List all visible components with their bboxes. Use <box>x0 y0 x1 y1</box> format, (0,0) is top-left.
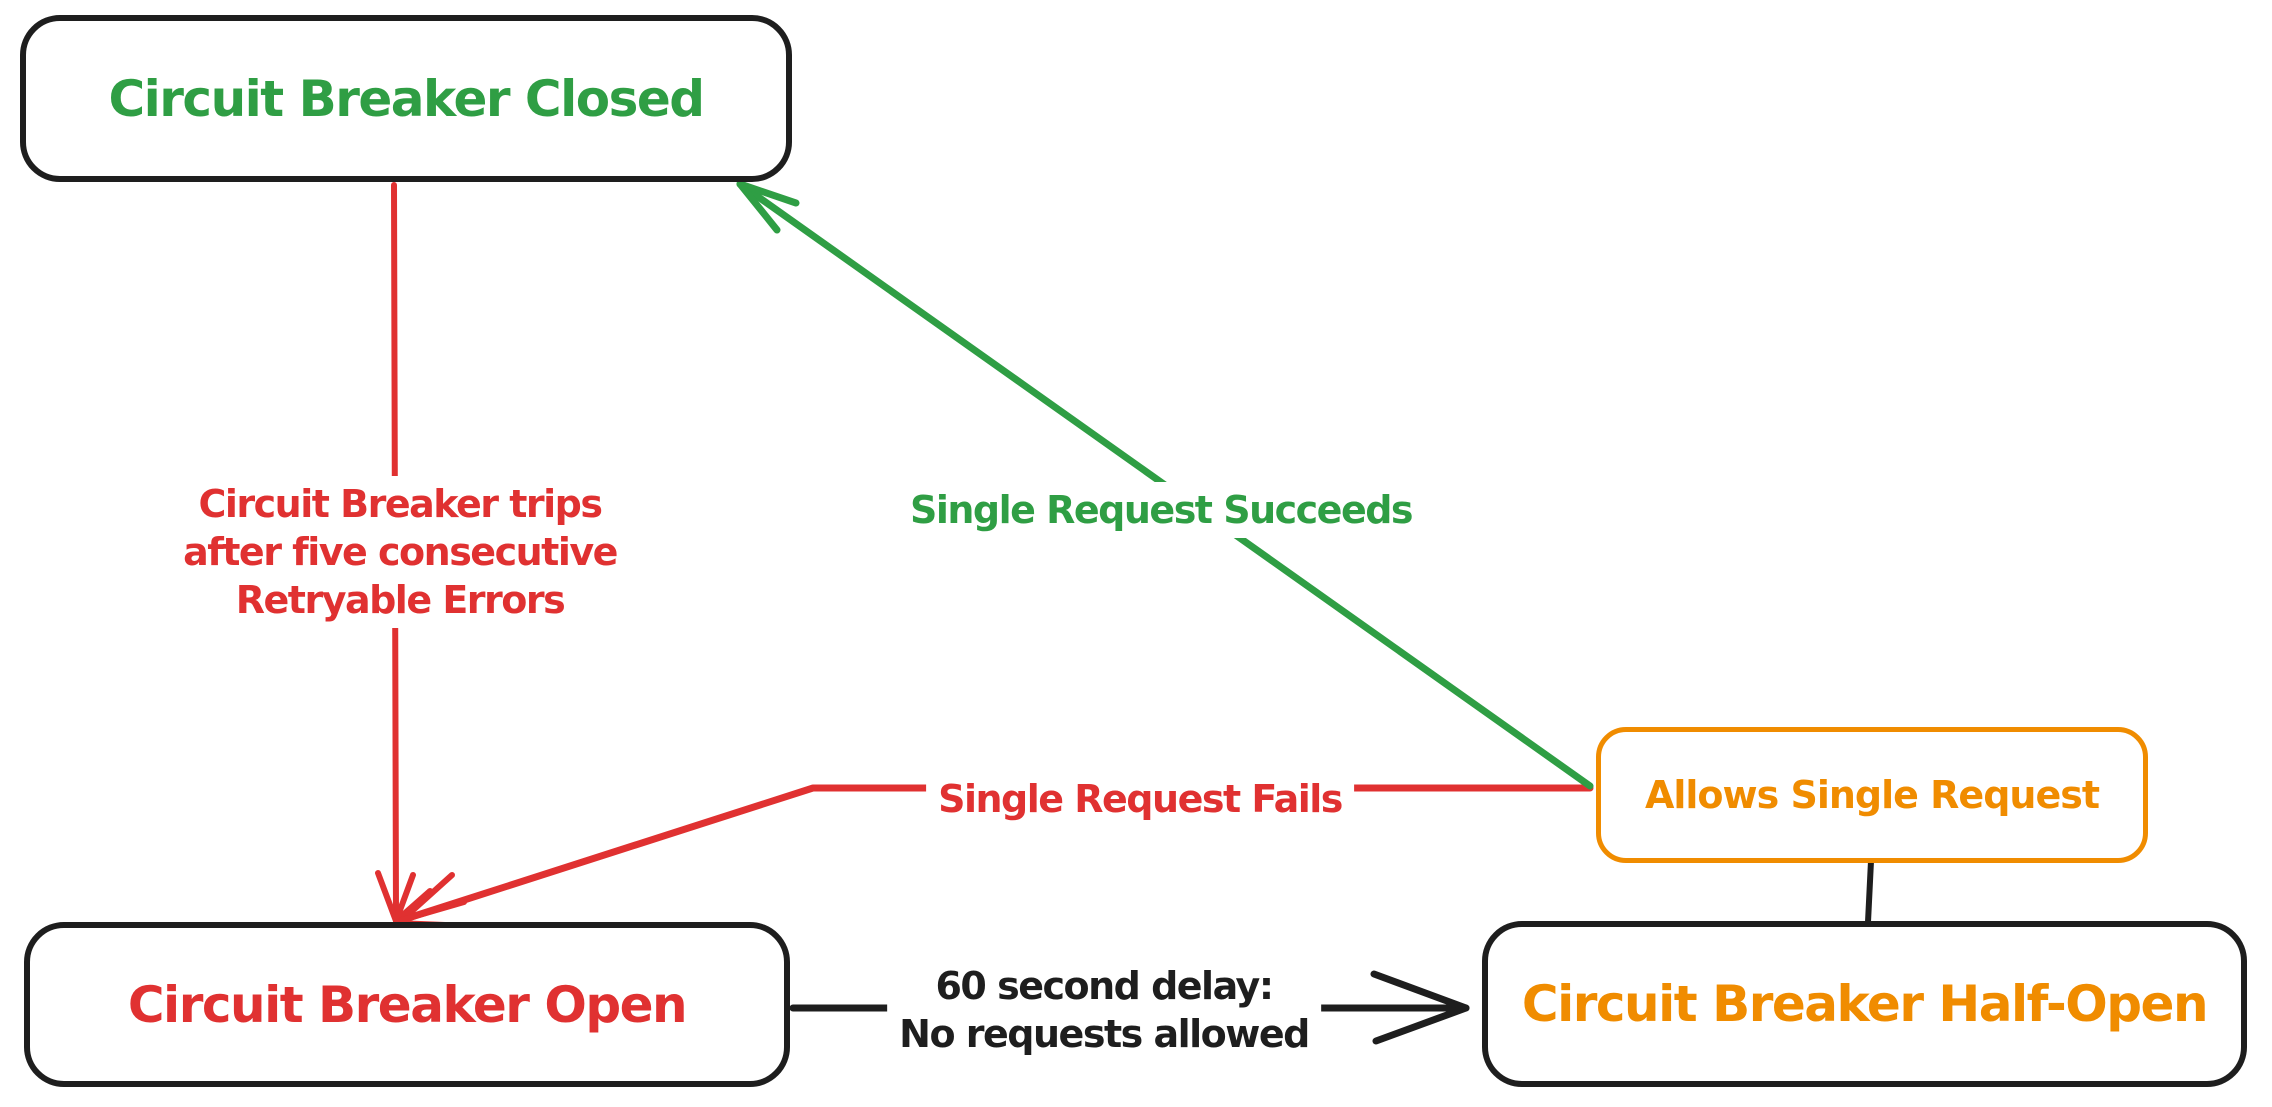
halfopen-allows-connector <box>1865 858 1874 925</box>
node-circuit-breaker-half-open: Circuit Breaker Half-Open <box>1482 921 2247 1087</box>
delay-edge-label-line: No requests allowed <box>899 1012 1310 1056</box>
trip-edge-label: Circuit Breaker trips after five consecu… <box>171 476 629 628</box>
trip-edge-label-line: after five consecutive <box>183 530 618 574</box>
trip-edge-label-line: Circuit Breaker trips <box>198 482 603 526</box>
node-circuit-breaker-open-label: Circuit Breaker Open <box>127 975 688 1034</box>
node-circuit-breaker-open: Circuit Breaker Open <box>24 922 790 1087</box>
succeeds-edge-label: Single Request Succeeds <box>897 482 1425 538</box>
delay-edge-label: 60 second delay: No requests allowed <box>887 958 1321 1062</box>
fails-edge-label: Single Request Fails <box>926 771 1354 827</box>
delay-edge-label-line: 60 second delay: <box>935 964 1274 1008</box>
node-allows-single-request-label: Allows Single Request <box>1644 773 2100 817</box>
node-circuit-breaker-closed: Circuit Breaker Closed <box>20 15 792 182</box>
node-circuit-breaker-half-open-label: Circuit Breaker Half-Open <box>1521 975 2209 1033</box>
node-circuit-breaker-closed-label: Circuit Breaker Closed <box>108 69 705 128</box>
node-allows-single-request: Allows Single Request <box>1596 727 2148 863</box>
trip-edge-label-line: Retryable Errors <box>235 578 566 622</box>
